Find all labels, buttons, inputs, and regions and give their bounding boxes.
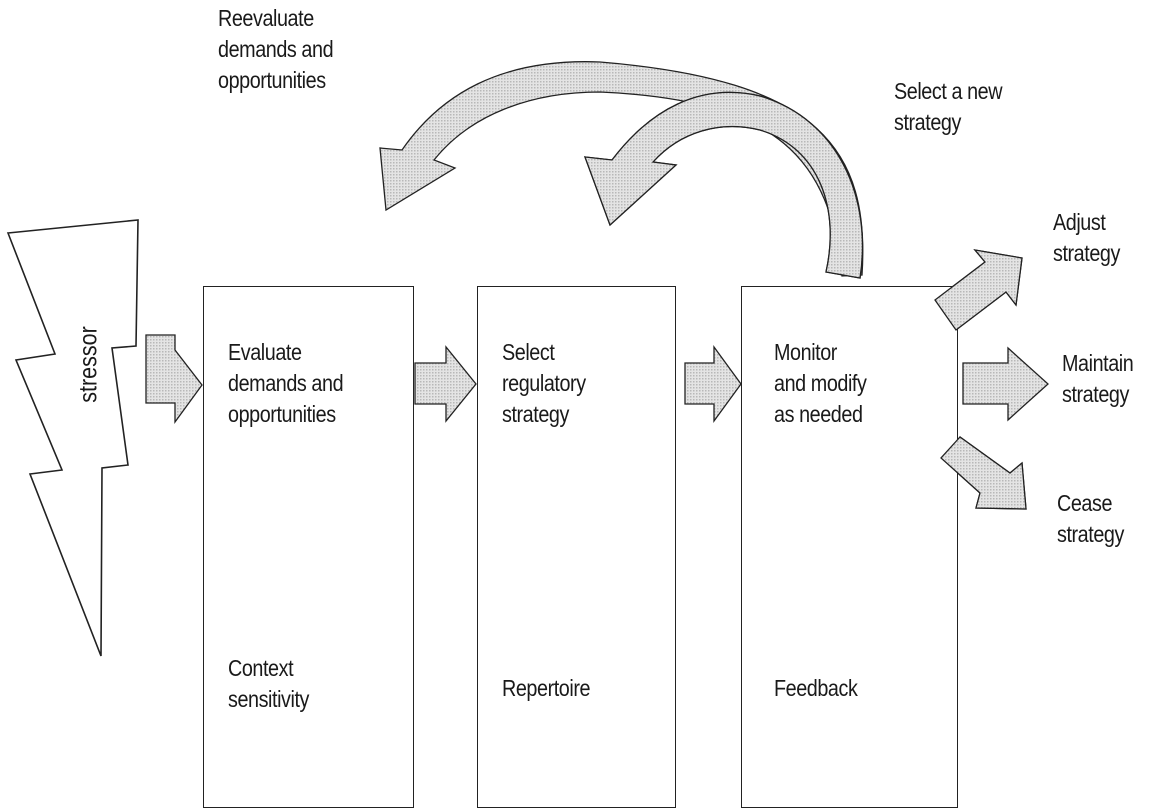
step-monitor-footer-line: Feedback xyxy=(774,675,858,701)
step-evaluate-line: opportunities xyxy=(228,401,336,427)
step-monitor-line: as needed xyxy=(774,401,863,427)
label-reevaluate: Reevaluate demands and opportunities xyxy=(218,3,334,96)
stressor-bolt-shape xyxy=(6,219,139,657)
label-maintain-strategy: Maintain strategy xyxy=(1062,348,1134,410)
step-evaluate-line: demands and xyxy=(228,370,344,396)
label-adjust-line: strategy xyxy=(1053,240,1120,266)
arrow-evaluate-to-select xyxy=(414,345,477,423)
label-maintain-line: strategy xyxy=(1062,381,1129,407)
stressor-label: stressor xyxy=(74,326,103,403)
label-adjust-line: Adjust xyxy=(1053,209,1106,235)
step-select-footer: Repertoire xyxy=(502,673,590,704)
step-box-evaluate: Evaluate demands and opportunities Conte… xyxy=(203,286,414,808)
label-reevaluate-line: Reevaluate xyxy=(218,5,314,31)
label-cease-strategy: Cease strategy xyxy=(1057,488,1124,550)
step-box-monitor: Monitor and modify as needed Feedback xyxy=(741,286,958,808)
step-monitor-title: Monitor and modify as needed xyxy=(774,337,867,430)
arrow-maintain-strategy xyxy=(962,346,1049,422)
step-evaluate-footer-line: sensitivity xyxy=(228,686,310,712)
label-reevaluate-line: opportunities xyxy=(218,67,326,93)
step-monitor-line: Monitor xyxy=(774,339,837,365)
step-select-footer-line: Repertoire xyxy=(502,675,591,701)
step-select-title: Select regulatory strategy xyxy=(502,337,586,430)
label-select-new-line: Select a new xyxy=(894,78,1003,104)
step-evaluate-footer-line: Context xyxy=(228,655,294,681)
label-reevaluate-line: demands and xyxy=(218,36,334,62)
step-box-select: Select regulatory strategy Repertoire xyxy=(477,286,676,808)
step-select-line: regulatory xyxy=(502,370,586,396)
loop-arrow-select-new xyxy=(584,91,864,279)
step-select-line: strategy xyxy=(502,401,569,427)
label-maintain-line: Maintain xyxy=(1062,350,1134,376)
step-monitor-line: and modify xyxy=(774,370,867,396)
arrow-select-to-monitor xyxy=(684,345,742,423)
label-cease-line: Cease xyxy=(1057,490,1113,516)
label-select-new-strategy: Select a new strategy xyxy=(894,76,1003,138)
step-select-line: Select xyxy=(502,339,555,365)
step-evaluate-line: Evaluate xyxy=(228,339,302,365)
step-monitor-footer: Feedback xyxy=(774,673,858,704)
step-evaluate-footer: Context sensitivity xyxy=(228,653,309,715)
label-cease-line: strategy xyxy=(1057,521,1124,547)
step-evaluate-title: Evaluate demands and opportunities xyxy=(228,337,344,430)
label-select-new-line: strategy xyxy=(894,109,961,135)
arrow-stressor-to-evaluate xyxy=(145,334,203,424)
label-adjust-strategy: Adjust strategy xyxy=(1053,207,1120,269)
